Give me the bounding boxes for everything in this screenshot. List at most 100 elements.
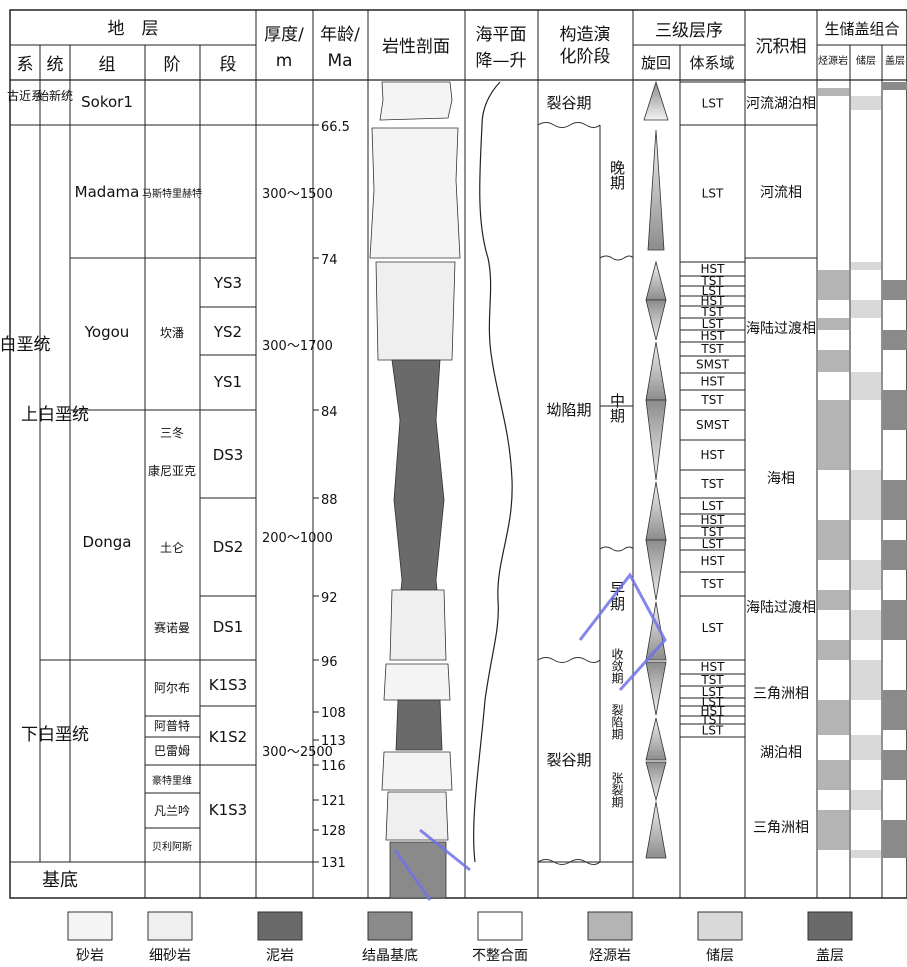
cycle-triangle xyxy=(645,399,667,481)
age-label: 113 xyxy=(321,734,346,749)
cycle-triangle xyxy=(645,539,667,601)
header-thickness-1: 厚度/ xyxy=(264,25,304,45)
age-label: 128 xyxy=(321,824,346,839)
systems-tract-label: HST xyxy=(701,448,726,462)
header-lithology: 岩性剖面 xyxy=(382,37,450,57)
member-ds1: DS1 xyxy=(213,618,244,636)
legend-fine-sandstone-label: 细砂岩 xyxy=(149,948,191,964)
srs-band xyxy=(851,262,881,270)
systems-tract-label: HST xyxy=(701,262,726,276)
srs-band xyxy=(818,270,849,300)
thickness-donga: 200～1000 xyxy=(262,531,333,546)
sub-stage-middle: 中期 xyxy=(608,393,626,424)
header-srs-seal: 盖层 xyxy=(885,54,905,67)
tectonic-rift-1: 裂谷期 xyxy=(546,94,591,112)
legend-source-label: 烃源岩 xyxy=(589,948,631,964)
systems-tract-label: LST xyxy=(702,317,724,331)
formation-yogou: Yogou xyxy=(84,323,130,341)
member-ys3: YS3 xyxy=(213,274,242,292)
srs-band xyxy=(818,350,849,372)
age-label: 88 xyxy=(321,493,338,508)
header-age-1: 年龄/ xyxy=(320,25,360,45)
srs-band xyxy=(818,400,849,470)
header-srs-reservoir: 储层 xyxy=(856,54,876,67)
age-ticks xyxy=(313,124,319,863)
srs-band xyxy=(818,590,849,610)
srs-band xyxy=(851,790,881,810)
legend-sandstone-label: 砂岩 xyxy=(76,948,104,964)
stage-turonian: 土仑 xyxy=(160,541,184,555)
watermark-strokes xyxy=(393,572,667,901)
cycle-triangle xyxy=(643,80,669,121)
legend: 砂岩 细砂岩 泥岩 结晶基底 不整合面 烃源岩 储层 盖层 xyxy=(67,911,853,964)
thickness-yogou: 300～1700 xyxy=(262,339,333,354)
system-paleogene: 古近系 xyxy=(7,88,43,103)
cycle-triangle xyxy=(645,341,667,401)
header-stage: 阶 xyxy=(164,55,181,75)
srs-band xyxy=(818,640,849,660)
srs-band xyxy=(883,280,907,300)
systems-tract-label: SMST xyxy=(696,418,730,432)
legend-fine-sandstone-swatch xyxy=(147,911,193,941)
srs-band xyxy=(883,820,907,858)
header-age-2: Ma xyxy=(327,51,352,71)
systems-tract-label: TST xyxy=(700,525,724,539)
facies-delta-2: 三角洲相 xyxy=(753,820,809,836)
legend-reservoir-label: 储层 xyxy=(706,948,734,964)
systems-tract-column: LSTLSTHSTTSTLSTHSTTSTLSTHSTTSTSMSTHSTTST… xyxy=(679,81,746,738)
srs-band xyxy=(883,600,907,640)
stage-maastrichtian: 马斯特里赫特 xyxy=(142,187,202,200)
cycle-triangle xyxy=(645,481,667,541)
header-sequence: 三级层序 xyxy=(655,21,723,41)
systems-tract-label: HST xyxy=(701,294,726,308)
sandstone-bed xyxy=(379,81,453,121)
srs-band xyxy=(851,96,881,110)
srs-band xyxy=(851,372,881,400)
member-ys1: YS1 xyxy=(213,373,242,391)
series-upper-cretaceous: 上白垩统 xyxy=(21,405,89,425)
member-labels: YS3 YS2 YS1 DS3 DS2 DS1 K1S3 K1S2 K1S3 xyxy=(209,274,247,819)
age-label: 121 xyxy=(321,794,346,809)
member-k1s2: K1S2 xyxy=(209,728,247,746)
srs-band xyxy=(851,300,881,318)
fine-sandstone-bed xyxy=(389,589,447,661)
srs-band xyxy=(883,390,907,430)
age-label: 84 xyxy=(321,405,338,420)
age-label: 92 xyxy=(321,591,338,606)
cycle-triangle xyxy=(647,129,665,251)
srs-band xyxy=(883,82,907,90)
sandstone-bed xyxy=(381,751,453,791)
basement-label: 基底 xyxy=(42,870,78,891)
systems-tract-label: HST xyxy=(701,375,726,389)
stage-hauterivian: 豪特里维 xyxy=(152,774,192,787)
stage-campanian: 坎潘 xyxy=(160,326,184,340)
stage-albian: 阿尔布 xyxy=(154,680,190,695)
legend-basement-label: 结晶基底 xyxy=(362,947,418,964)
header-cycle: 旋回 xyxy=(641,54,671,72)
facies-labels: 河流湖泊相 河流相 海陆过渡相 海相 海陆过渡相 三角洲相 湖泊相 三角洲相 xyxy=(746,96,816,836)
unconformity-lines xyxy=(537,122,634,865)
header-series: 统 xyxy=(47,55,64,75)
stage-valanginian: 凡兰吟 xyxy=(154,803,190,818)
thickness-lower: 300～2500 xyxy=(262,745,333,760)
stage-santonian: 三冬 xyxy=(160,425,184,440)
sequence-cycles xyxy=(643,80,669,859)
srs-band xyxy=(818,700,849,735)
facies-fluvial-lacustrine: 河流湖泊相 xyxy=(746,96,816,112)
systems-tract-label: LST xyxy=(702,284,724,298)
header-system: 系 xyxy=(17,55,34,75)
age-labels: 66.5 74 84 88 92 96 108 113 116 121 128 … xyxy=(321,120,350,871)
systems-tract-label: TST xyxy=(700,274,724,288)
systems-tract-label: LST xyxy=(702,685,724,699)
systems-tract-label: HST xyxy=(701,513,726,527)
header-tectonic-1: 构造演 xyxy=(560,25,611,45)
header-sea-level-2: 降—升 xyxy=(476,51,527,71)
tectonic-labels: 裂谷期 坳陷期 裂谷期 xyxy=(546,94,591,769)
age-label: 96 xyxy=(321,655,338,670)
formation-sokor1: Sokor1 xyxy=(81,93,133,111)
systems-tract-label: HST xyxy=(701,704,726,718)
systems-tract-label: LST xyxy=(702,187,724,201)
legend-mudstone-label: 泥岩 xyxy=(266,948,294,964)
age-label: 108 xyxy=(321,706,346,721)
